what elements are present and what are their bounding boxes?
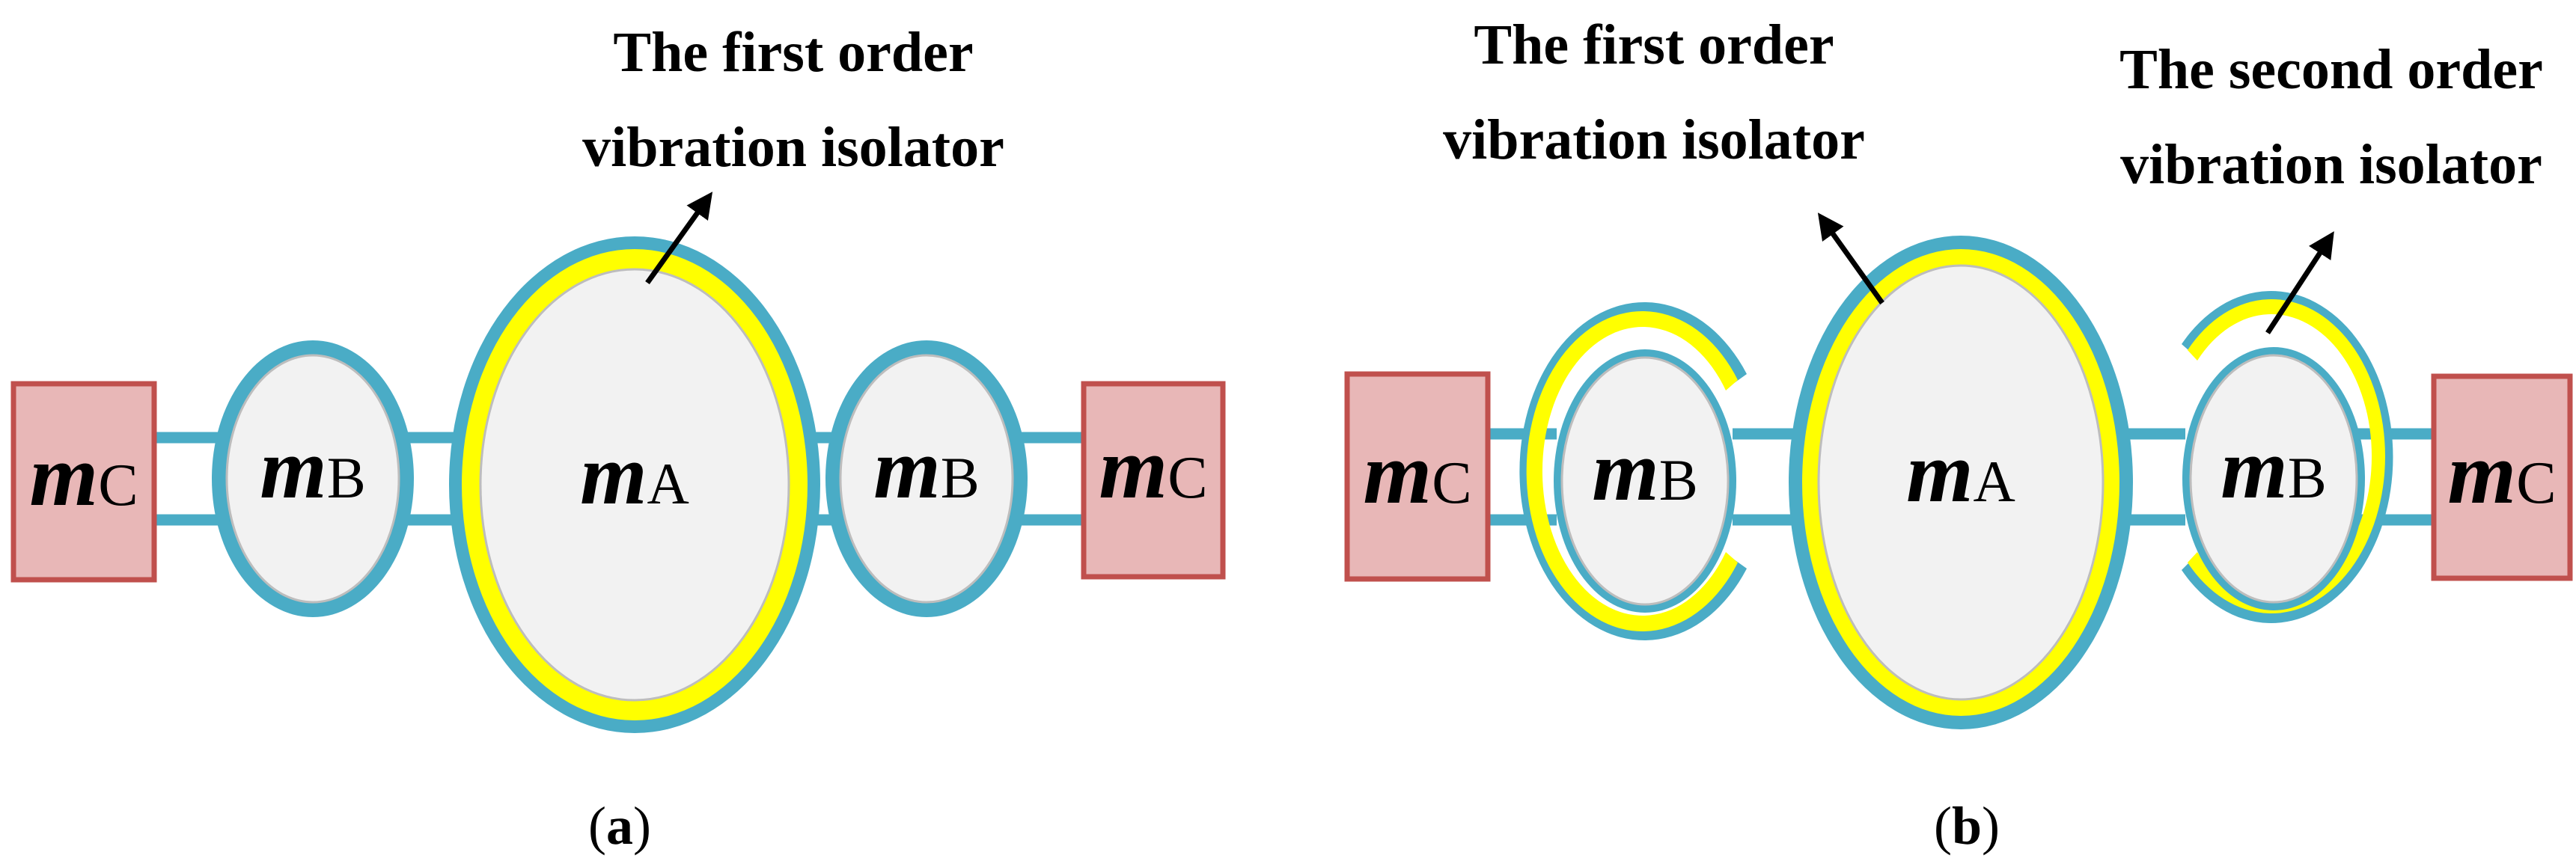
panel-b: mC mB mA mB mC xyxy=(1344,13,2573,856)
panel-b-mass-c-left: mC xyxy=(1344,371,1491,582)
svg-text:mC: mC xyxy=(1099,419,1207,517)
svg-text:mC: mC xyxy=(2447,424,2556,522)
panel-a-caption: (a) xyxy=(588,796,651,856)
panel-b-mass-b-left: mB xyxy=(1519,302,1747,641)
panel-a-mass-c-left: mC xyxy=(10,381,157,583)
panel-b-annotation1-line1: The first order xyxy=(1474,13,1834,76)
panel-a-mass-b-right: mB xyxy=(825,340,1028,617)
panel-a-mass-b-left: mB xyxy=(212,340,414,617)
panel-b-annotation1-line2: vibration isolator xyxy=(1443,108,1865,171)
svg-text:mC: mC xyxy=(29,426,138,524)
panel-b-annotation2-line2: vibration isolator xyxy=(2120,133,2542,196)
svg-text:mB: mB xyxy=(260,421,365,516)
panel-b-mass-a: mA xyxy=(1789,236,2133,729)
svg-text:mC: mC xyxy=(1363,424,1471,522)
panel-b-annotation2-arrow xyxy=(2265,231,2334,334)
panel-b-second-order-isolator-right xyxy=(2182,290,2393,623)
panel-b-caption: (b) xyxy=(1934,796,2000,856)
svg-text:mA: mA xyxy=(1906,425,2015,520)
panel-a: mC mB mA mB mC The first order v xyxy=(10,21,1226,856)
panel-a-annotation-arrow xyxy=(645,192,713,285)
svg-text:mB: mB xyxy=(1592,423,1697,518)
panel-b-annotation2-line1: The second order xyxy=(2119,38,2543,101)
svg-text:mB: mB xyxy=(873,421,979,516)
panel-b-annotation1-arrow xyxy=(1817,212,1884,305)
panel-a-mass-c-right: mC xyxy=(1081,381,1226,580)
panel-b-mass-b-right: mB xyxy=(2182,290,2393,623)
panel-a-annotation-line2: vibration isolator xyxy=(582,116,1004,179)
panel-a-mass-a: mA xyxy=(449,236,820,733)
svg-text:mA: mA xyxy=(580,427,689,522)
panel-b-mass-c-right: mC xyxy=(2431,373,2573,581)
panel-a-annotation-line1: The first order xyxy=(613,21,973,84)
svg-text:mB: mB xyxy=(2221,421,2326,516)
